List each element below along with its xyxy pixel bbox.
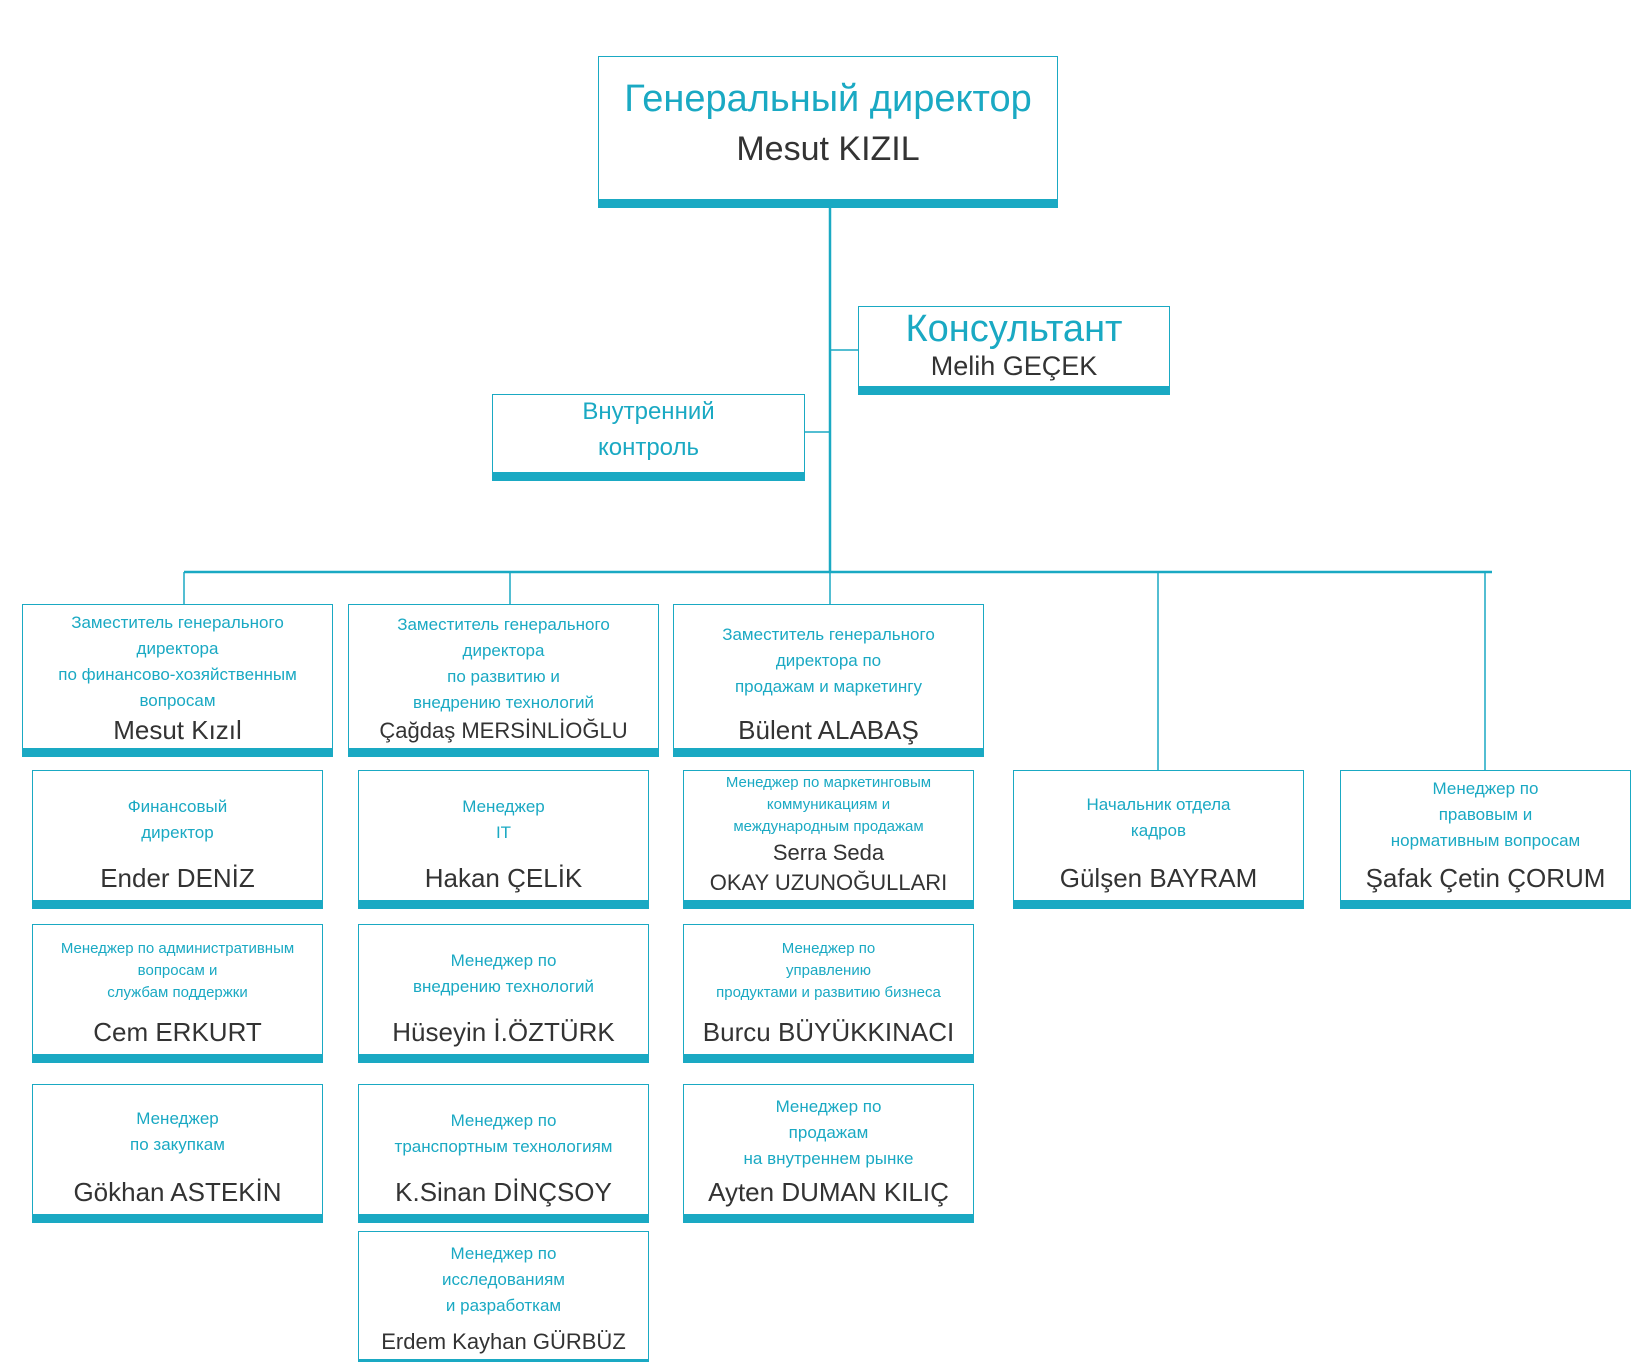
consultant-title: Консультант (905, 308, 1123, 350)
finance-director-name: Ender DENİZ (100, 863, 255, 893)
research-manager-name: Erdem Kayhan GÜRBÜZ (381, 1329, 626, 1354)
deputy-sales-box: Заместитель генерального директора по пр… (673, 604, 984, 757)
deputy-sales-title: Заместитель генерального директора по пр… (722, 625, 935, 696)
it-manager-box: Менеджер IT Hakan ÇELİK (358, 770, 649, 909)
implementation-manager-name: Hüseyin İ.ÖZTÜRK (392, 1017, 615, 1047)
research-manager-box: Менеджер по исследованиям и разработкам … (358, 1231, 649, 1362)
product-manager-title: Менеджер по управлению продуктами и разв… (716, 940, 941, 1001)
procurement-manager-box: Менеджер по закупкам Gökhan ASTEKİN (32, 1084, 323, 1223)
implementation-manager-box: Менеджер по внедрению технологий Hüseyin… (358, 924, 649, 1063)
hr-head-name: Gülşen BAYRAM (1059, 863, 1258, 893)
it-manager-title: Менеджер IT (462, 797, 545, 842)
finance-director-box: Финансовый директор Ender DENİZ (32, 770, 323, 909)
internal-control-box: Внутренний контроль (492, 394, 805, 481)
marketing-manager-title: Менеджер по маркетинговым коммуникациям … (725, 774, 932, 835)
internal-control-title: Внутренний контроль (582, 398, 715, 461)
transport-manager-name: K.Sinan DİNÇSOY (395, 1177, 612, 1207)
ceo-title: Генеральный директор (624, 78, 1032, 120)
deputy-technology-title: Заместитель генерального директора по ра… (397, 615, 610, 712)
ceo-box: Генеральный директор Mesut KIZIL (598, 56, 1058, 208)
implementation-manager-title: Менеджер по внедрению технологий (412, 951, 595, 996)
consultant-box: Консультант Melih GEÇEK (858, 306, 1170, 395)
deputy-sales-name: Bülent ALABAŞ (738, 715, 919, 745)
hr-head-box: Начальник отдела кадров Gülşen BAYRAM (1013, 770, 1304, 909)
marketing-manager-box: Менеджер по маркетинговым коммуникациям … (683, 770, 974, 909)
hr-head-title: Начальник отдела кадров (1086, 795, 1231, 840)
deputy-finance-box: Заместитель генерального директора по фи… (22, 604, 333, 757)
research-manager-title: Менеджер по исследованиям и разработкам (442, 1244, 565, 1315)
it-manager-name: Hakan ÇELİK (424, 863, 583, 893)
product-manager-name: Burcu BÜYÜKKINACI (702, 1017, 955, 1047)
deputy-technology-box: Заместитель генерального директора по ра… (348, 604, 659, 757)
marketing-manager-name: Serra Seda OKAY UZUNOĞULLARI (709, 840, 948, 895)
domestic-sales-manager-box: Менеджер по продажам на внутреннем рынке… (683, 1084, 974, 1223)
deputy-finance-title: Заместитель генерального директора по фи… (58, 613, 297, 710)
transport-manager-box: Менеджер по транспортным технологиям K.S… (358, 1084, 649, 1223)
legal-manager-box: Менеджер по правовым и нормативным вопро… (1340, 770, 1631, 909)
admin-manager-name: Cem ERKURT (93, 1017, 262, 1047)
product-manager-box: Менеджер по управлению продуктами и разв… (683, 924, 974, 1063)
deputy-finance-name: Mesut Kızıl (113, 715, 242, 745)
legal-manager-title: Менеджер по правовым и нормативным вопро… (1390, 779, 1581, 850)
deputy-technology-name: Çağdaş MERSİNLİOĞLU (379, 718, 628, 743)
procurement-manager-name: Gökhan ASTEKİN (73, 1177, 282, 1207)
consultant-name: Melih GEÇEK (930, 351, 1098, 381)
domestic-sales-manager-title: Менеджер по продажам на внутреннем рынке (743, 1097, 914, 1168)
domestic-sales-manager-name: Ayten DUMAN KILIÇ (708, 1177, 949, 1207)
admin-manager-box: Менеджер по административным вопросам и … (32, 924, 323, 1063)
ceo-name: Mesut KIZIL (736, 130, 920, 168)
finance-director-title: Финансовый директор (127, 797, 228, 842)
legal-manager-name: Şafak Çetin ÇORUM (1365, 863, 1606, 893)
admin-manager-title: Менеджер по административным вопросам и … (60, 940, 295, 1001)
transport-manager-title: Менеджер по транспортным технологиям (394, 1111, 613, 1156)
procurement-manager-title: Менеджер по закупкам (130, 1109, 225, 1154)
